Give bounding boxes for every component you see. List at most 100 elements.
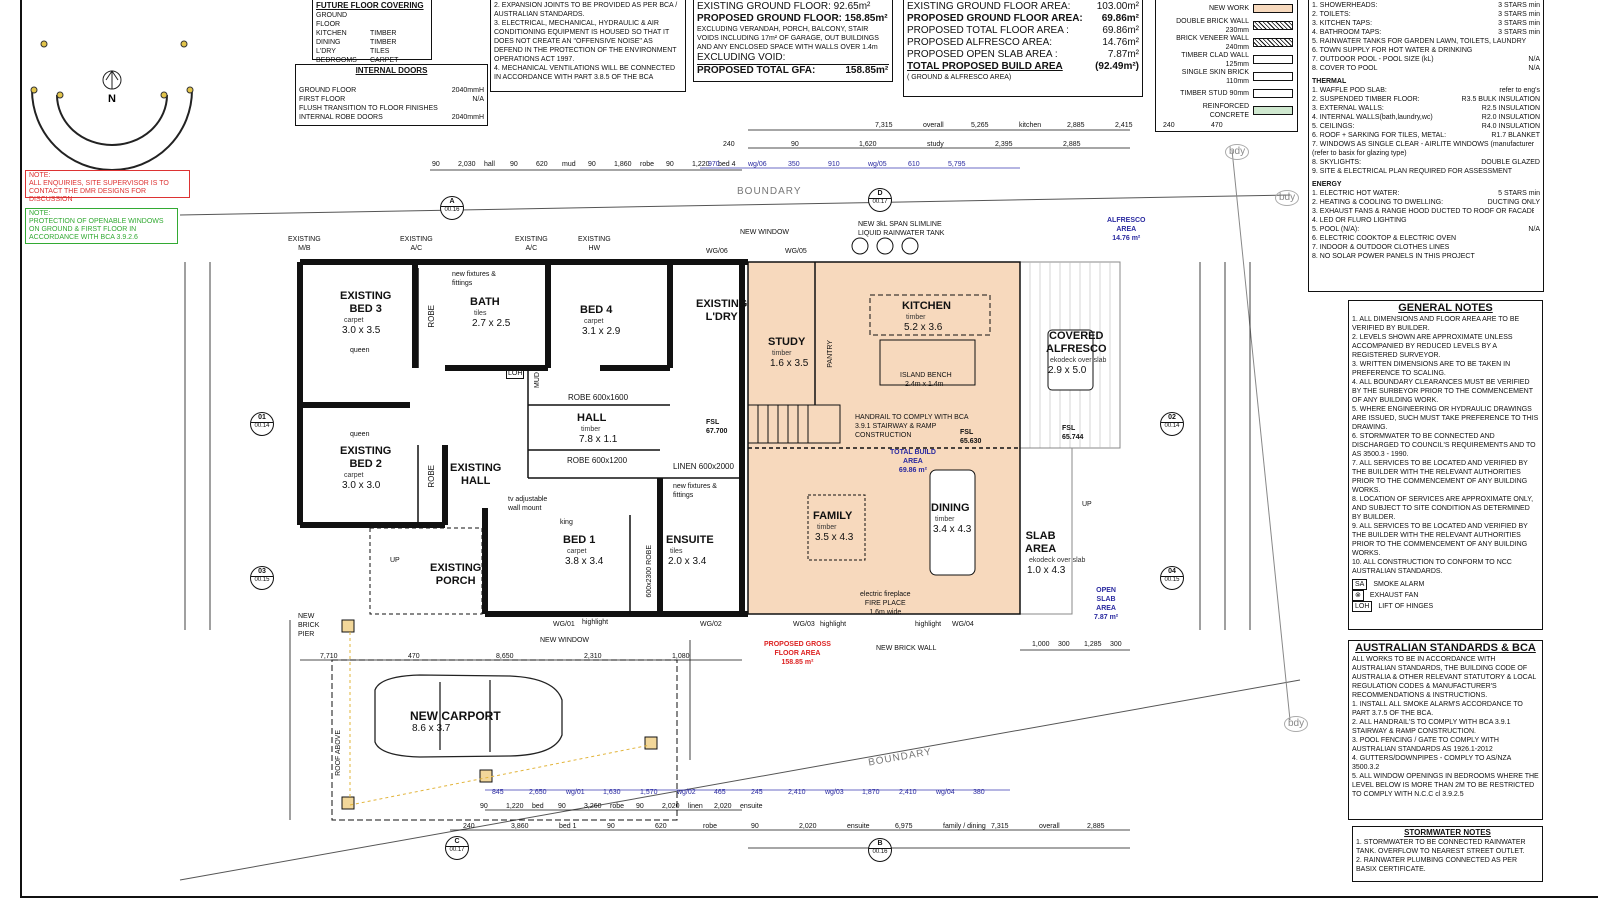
dim-bottom-rooms: 90 [480, 803, 488, 810]
dim-bottom-overall: overall [1039, 823, 1060, 830]
new-window-label: NEW WINDOW [540, 637, 589, 644]
dim-top-windows: 5,795 [948, 161, 966, 168]
gfa-total-value: 158.85m² [845, 65, 889, 76]
dim-bottom-windows: 1,870 [862, 789, 880, 796]
dim-top-overall: overall [923, 122, 944, 129]
internal-door-row: FLUSH TRANSITION TO FLOOR FINISHES [299, 104, 484, 113]
dim-top-windows: wg/06 [748, 161, 767, 168]
room-size-bed1: 3.8 x 3.4 [565, 556, 604, 567]
room-name-alfresco: COVERED ALFRESCO [1046, 330, 1107, 355]
section-marker-id: 04 [1168, 568, 1176, 575]
room-finish-ensuite: tiles [670, 548, 683, 555]
basix-water-row: 2. TOILETS:3 STARS min [1312, 10, 1540, 19]
dim-bottom-overall: 2,885 [1087, 823, 1105, 830]
family-rug [807, 494, 866, 561]
brick-pier [341, 796, 355, 810]
basix-water-row-item: 4. BATHROOM TAPS: [1312, 29, 1382, 36]
brick-pier [341, 619, 355, 633]
general-note: 7. ALL SERVICES TO BE LOCATED AND VERIFI… [1352, 460, 1528, 494]
room-size-bath: 2.7 x 2.5 [472, 318, 511, 329]
dim-top-windows: 350 [788, 161, 800, 168]
legend-swatch [1253, 21, 1293, 30]
room-name-carport: NEW CARPORT [410, 709, 501, 723]
basix-water-row: 6. TOWN SUPPLY FOR HOT WATER & DRINKING [1312, 46, 1540, 55]
new-brick-pier-label: NEW BRICK PIER [298, 613, 320, 638]
symbol-label: EXHAUST FAN [1369, 592, 1419, 599]
room-name-study: STUDY [768, 336, 806, 348]
room-finish-kitchen: timber [906, 314, 926, 321]
plan-annotations: BOUNDARY BOUNDARY bdy bdy bdy EXISTING B… [250, 122, 1309, 862]
legend-item: SINGLE SKIN BRICK 110mm [1156, 68, 1297, 85]
pantry-label: PANTRY [827, 340, 834, 368]
basix-water-row-item: 5. RAINWATER TANKS FOR GARDEN LAWN, TOIL… [1312, 38, 1527, 45]
internal-door-label: GROUND FLOOR [299, 87, 357, 94]
boundary-line-bottom [179, 679, 1301, 881]
dim-top-rooms: 620 [536, 161, 548, 168]
legend-item: REINFORCED CONCRETE [1156, 102, 1297, 119]
dim-top-overall: 240 [1163, 122, 1175, 129]
basix-thermal-row-value: R2.5 INSULATION [1481, 105, 1540, 112]
section-marker-id: 03 [258, 568, 266, 575]
symbol-code: ⊗ [1352, 590, 1364, 601]
basix-thermal-row-value: R2.0 INSULATION [1481, 114, 1540, 121]
floor-covering-finish: TIMBER [370, 30, 397, 37]
basix-water-row-value: 3 STARS min [1498, 11, 1540, 18]
dim-bottom-rooms: 90 [636, 803, 644, 810]
basix-water-row-item: 1. SHOWERHEADS: [1312, 2, 1378, 9]
dim-top-overall: 7,315 [875, 122, 893, 129]
dim-bottom-rooms: robe [610, 803, 625, 810]
standards-note: 5. ALL WINDOW OPENINGS IN BEDROOMS WHERE… [1352, 773, 1539, 798]
basix-energy-row: 8. NO SOLAR POWER PANELS IN THIS PROJECT [1312, 252, 1540, 261]
standards-note: 3. POOL FENCING / GATE TO COMPLY WITH AU… [1352, 737, 1499, 753]
dim-bottom-windows: 2,650 [529, 789, 547, 796]
dim-bottom-rooms: bed [532, 803, 544, 810]
construction-note: 4. MECHANICAL VENTILATIONS WILL BE CONNE… [494, 65, 675, 81]
australian-standards-title: AUSTRALIAN STANDARDS & BCA [1355, 642, 1536, 654]
room-size-dining: 3.4 x 4.3 [933, 524, 972, 535]
gfa-total-label: PROPOSED TOTAL GFA: [697, 65, 816, 76]
highlight-label: highlight [582, 619, 609, 626]
area-row: EXISTING GROUND FLOOR AREA:103.00m² [907, 1, 1139, 13]
room-size-slab: 1.0 x 4.3 [1027, 565, 1066, 576]
internal-door-label: INTERNAL ROBE DOORS [299, 114, 383, 121]
dim-bottom-rooms: 1,220 [506, 803, 524, 810]
floor-covering-row: GROUND FLOOR [316, 11, 428, 29]
basix-thermal-row: 1. WAFFLE POD SLAB:refer to eng's [1312, 86, 1540, 95]
area-footnote: ( GROUND & ALFRESCO AREA) [907, 74, 1012, 81]
stormwater-note: 1. STORMWATER TO BE CONNECTED RAINWATER … [1356, 839, 1526, 855]
basix-energy-row: 5. POOL (N/A):N/A [1312, 225, 1540, 234]
new-brick-wall-label: NEW BRICK WALL [876, 645, 937, 652]
internal-door-label: FLUSH TRANSITION TO FLOOR FINISHES [299, 105, 438, 112]
room-name-hall: HALL [577, 412, 607, 424]
legend-item: DOUBLE BRICK WALL 230mm [1156, 17, 1297, 34]
dim-bottom-windows: 2,410 [899, 789, 917, 796]
highlight-label: highlight [915, 621, 942, 628]
basix-thermal-row-item: 3. EXTERNAL WALLS: [1312, 105, 1384, 112]
basix-thermal-row-item: 6. ROOF + SARKING FOR TILES, METAL: [1312, 132, 1447, 139]
section-marker-id: 01 [258, 414, 266, 421]
symbol-row: ⊗ EXHAUST FAN [1352, 590, 1539, 601]
boundary-line-side [1231, 149, 1291, 721]
dim-bottom-carport: 470 [408, 653, 420, 660]
room-size-bed2: 3.0 x 3.0 [342, 480, 381, 491]
room-finish-family: timber [817, 524, 837, 531]
room-size-study: 1.6 x 3.5 [770, 358, 809, 369]
internal-doors-title: INTERNAL DOORS [355, 66, 428, 75]
basix-thermal-row: 3. EXTERNAL WALLS: R2.5 INSULATION [1312, 104, 1540, 113]
section-marker-id: B [877, 840, 883, 847]
new-fixtures-label: new fixtures & fittings [452, 271, 496, 287]
sun-compass-diagram: N [30, 40, 194, 170]
room-size-carport: 8.6 x 3.7 [412, 723, 451, 734]
ensuite-robe-label: 600x2300 ROBE [646, 545, 653, 598]
basix-energy-row: 2. HEATING & COOLING TO DWELLING:DUCTING… [1312, 198, 1540, 207]
area-value: 14.76m² [1102, 37, 1139, 48]
dim-bottom-rooms: ensuite [740, 803, 763, 810]
dim-bottom-overall: 90 [607, 823, 615, 830]
existing-service-label: EXISTING M/B [288, 236, 321, 252]
